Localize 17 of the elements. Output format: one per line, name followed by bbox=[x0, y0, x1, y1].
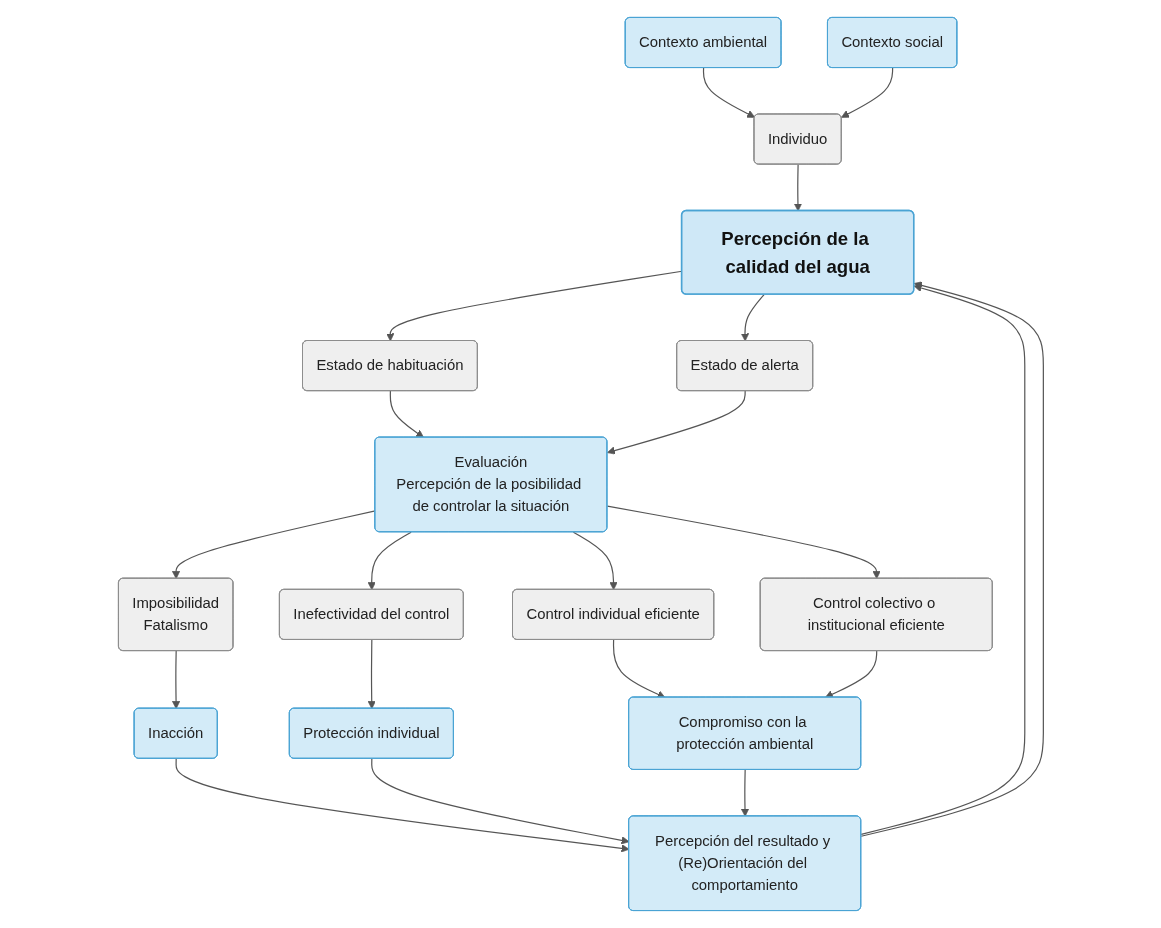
arrow bbox=[171, 510, 376, 579]
arrow bbox=[175, 758, 630, 853]
arrow bbox=[740, 293, 765, 342]
arrow bbox=[840, 67, 893, 118]
arrow bbox=[612, 639, 665, 699]
arrow bbox=[367, 531, 412, 591]
arrow bbox=[824, 650, 877, 699]
arrow bbox=[389, 390, 424, 438]
arrow bbox=[702, 67, 755, 118]
arrow bbox=[367, 639, 376, 709]
arrow bbox=[370, 758, 630, 845]
arrow bbox=[171, 650, 180, 709]
arrow bbox=[740, 769, 749, 817]
arrow bbox=[606, 390, 746, 455]
arrow bbox=[606, 505, 881, 579]
arrow bbox=[572, 531, 618, 591]
arrow bbox=[793, 163, 802, 212]
